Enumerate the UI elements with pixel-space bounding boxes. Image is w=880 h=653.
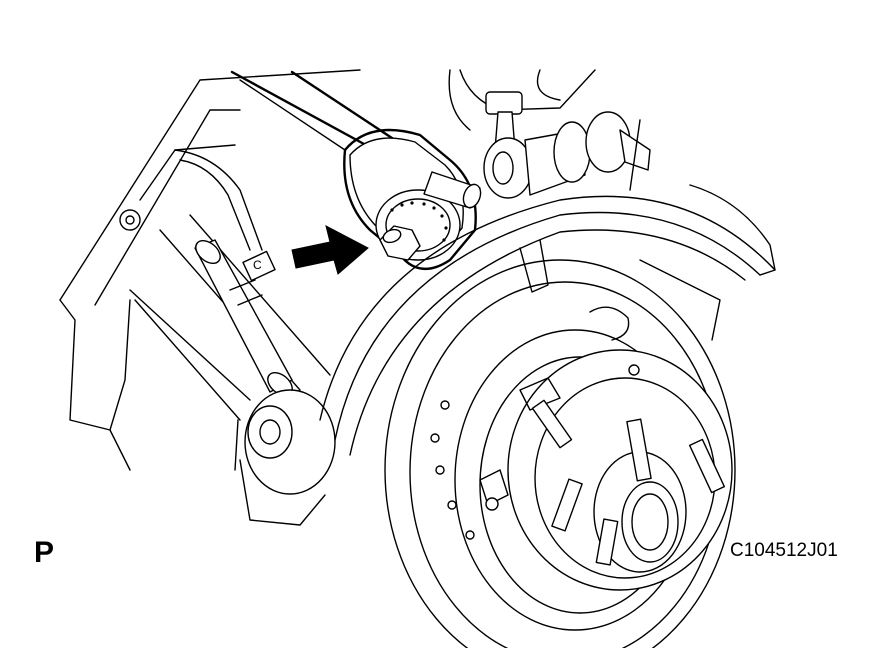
figure-code: C104512J01: [730, 540, 838, 561]
arrow-icon: [291, 225, 369, 275]
arm-bracket: [343, 128, 482, 270]
dust-shield: [319, 184, 776, 456]
panel-hole: [119, 209, 141, 231]
knuckle-bushing: [483, 137, 533, 199]
upper-arm: [448, 69, 651, 199]
part-mark-box: [242, 250, 276, 282]
view-letter: P: [34, 536, 55, 569]
wheel-studs: [531, 399, 726, 566]
hub-spline: [621, 481, 679, 563]
brake-line: [174, 70, 397, 251]
lateral-rod: [159, 214, 331, 397]
lower-link-bushing: [129, 289, 336, 526]
rotor-holes: [430, 364, 640, 540]
part-mark-label: C: [253, 258, 262, 272]
